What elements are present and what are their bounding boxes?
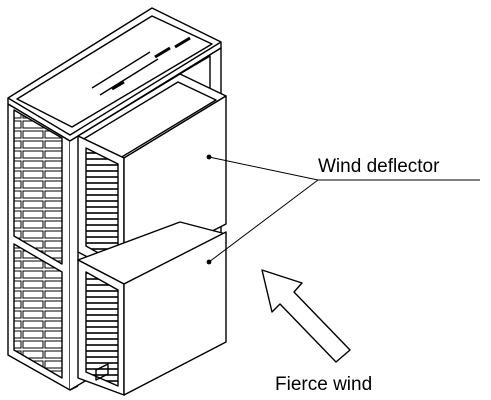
upper-deflector-rim [81,81,217,159]
fierce-wind-label: Fierce wind [275,374,372,395]
unit-top-inner [16,15,213,128]
upper-grille [13,109,63,265]
leader-lines [208,156,480,263]
base-edge [69,385,79,391]
unit-top-groove-2 [99,58,159,96]
unit-top-mark-2 [174,36,191,49]
upper-right-bracket [177,55,211,88]
leader-line-lower [208,179,319,263]
wind-arrow-icon [261,269,351,363]
base-foot [95,363,109,381]
unit-top-mark-1 [154,46,171,59]
wind-deflector-label: Wind deflector [318,156,440,177]
lower-deflector-front [123,231,227,396]
lower-grille [13,243,63,379]
lower-coil-view [85,271,119,387]
unit-top-emblem [111,80,125,91]
leader-line-upper [208,156,319,181]
unit-body [7,7,227,396]
unit-top-groove-1 [91,51,151,89]
